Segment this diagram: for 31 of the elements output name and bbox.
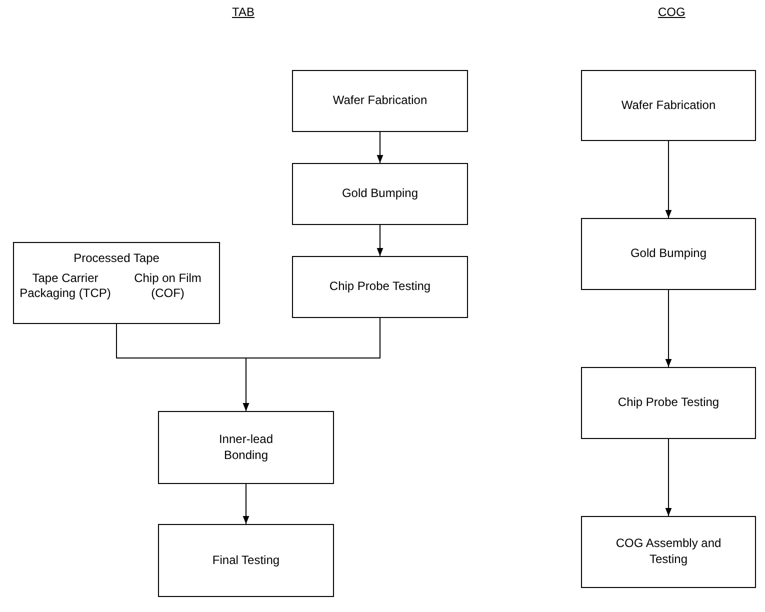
box-text: Chip Probe Testing <box>618 395 720 411</box>
arrow <box>376 132 384 164</box>
process-box <box>292 256 468 318</box>
column-heading: TAB <box>232 5 254 19</box>
column-heading: COG <box>658 5 686 19</box>
process-box <box>158 411 334 484</box>
arrow <box>665 438 672 516</box>
box-text: Wafer Fabrication <box>621 98 716 114</box>
box-text: Wafer Fabrication <box>332 93 428 109</box>
box-text: Inner-lead Bonding <box>218 432 274 464</box>
process-box <box>581 218 756 290</box>
process-box <box>581 70 756 141</box>
box-text: Final Testing <box>212 552 280 568</box>
process-box <box>292 163 468 225</box>
process-box <box>581 367 756 439</box>
arrow <box>242 484 250 524</box>
arrow <box>242 318 380 412</box>
box-text: COG Assembly and Testing <box>614 536 722 568</box>
process-box <box>581 516 756 588</box>
arrow <box>376 224 384 256</box>
box-text: Tape Carrier Packaging (TCP) <box>19 270 112 302</box>
process-box <box>292 70 468 132</box>
process-box <box>158 524 334 597</box>
box-text: Chip Probe Testing <box>329 279 431 295</box>
box-text: Gold Bumping <box>630 246 707 262</box>
process-box <box>13 242 220 324</box>
arrow <box>665 140 672 218</box>
box-heading: Processed Tape <box>74 251 160 267</box>
box-text: Gold Bumping <box>342 186 418 202</box>
arrow <box>665 290 672 368</box>
box-text: Chip on Film (COF) <box>133 270 202 302</box>
